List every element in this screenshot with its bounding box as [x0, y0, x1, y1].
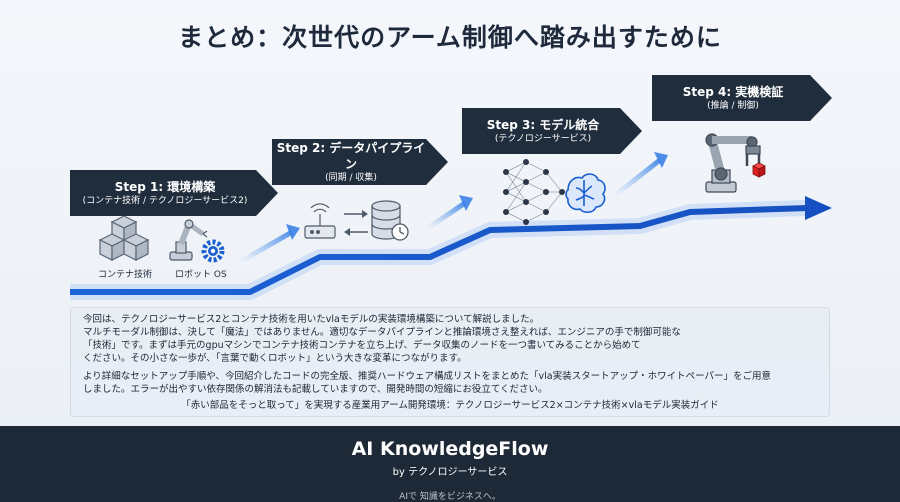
progress-path [70, 205, 809, 295]
step-1-title: Step 1: 環境構築 [114, 179, 216, 194]
step-2-title: Step 2: データパイプライン [276, 140, 426, 171]
cubes-icon [98, 215, 150, 261]
step-2-subtitle: (同期 / 収集) [325, 172, 377, 183]
step-1-banner: Step 1: 環境構築 (コンテナ技術 / テクノロジーサービス2) [70, 170, 278, 216]
red-part-icon [752, 162, 766, 178]
robot-gripper-icon [705, 133, 761, 193]
summary-line: 今回は、テクノロジーサービス2とコンテナ技術を用いたvlaモデルの実装環境構築に… [83, 314, 540, 325]
summary-line: 「技術」です。まずは手元のgpuマシンでコンテナ技術コンテナを立ち上げ、データ収… [83, 340, 641, 351]
gear-icon [201, 239, 225, 263]
summary-line: しました。エラーが出やすい依存関係の解消法も記載していますので、開発時間の短縮に… [83, 384, 548, 395]
progress-arrowhead [805, 196, 832, 220]
transition-arrow-1 [238, 224, 300, 265]
sync-arrows-icon [344, 210, 368, 236]
router-icon [304, 203, 336, 239]
step-4-subtitle: (推論 / 制御) [707, 100, 759, 111]
summary-line: より詳細なセットアップ手順や、今回紹介したコードの完全版、推奨ハードウェア構成リ… [83, 371, 772, 382]
brain-icon [565, 173, 606, 213]
footer-byline: by テクノロジーサービス [392, 467, 508, 478]
footer-brand: AI KnowledgeFlow [351, 438, 549, 460]
step-4-title: Step 4: 実機検証 [682, 84, 784, 99]
footer: AI KnowledgeFlow by テクノロジーサービス AIで 知識をビジ… [0, 426, 900, 502]
page-title: まとめ：次世代のアーム制御へ踏み出すために [178, 23, 722, 52]
summary-box: 今回は、テクノロジーサービス2とコンテナ技術を用いたvlaモデルの実装環境構築に… [70, 307, 830, 417]
neural-net-icon [503, 159, 565, 225]
step-3-title: Step 3: モデル統合 [486, 117, 600, 132]
transition-arrow-2 [426, 195, 473, 231]
step-2-banner: Step 2: データパイプライン (同期 / 収集) [272, 139, 448, 185]
step-1-subtitle: (コンテナ技術 / テクノロジーサービス2) [82, 195, 248, 206]
transition-arrow-3 [612, 152, 668, 198]
summary-line: ください。その小さな一歩が、「言葉で動くロボット」という大きな変革につながります… [83, 353, 467, 364]
robot-os-caption: ロボット OS [175, 270, 227, 280]
robot-arm-icon [169, 219, 208, 261]
container-caption: コンテナ技術 [98, 270, 153, 280]
summary-guide-title: 「赤い部品をそっと取って」を実現する産業用アーム開発環境：テクノロジーサービス2… [181, 400, 719, 411]
step-3-banner: Step 3: モデル統合 (テクノロジーサービス) [462, 108, 642, 154]
step-4-banner: Step 4: 実機検証 (推論 / 制御) [652, 75, 832, 121]
footer-tagline: AIで 知識をビジネスへ。 [399, 492, 501, 502]
clock-icon [391, 223, 409, 241]
step-3-subtitle: (テクノロジーサービス) [494, 133, 592, 144]
summary-line: マルチモーダル制御は、決して「魔法」ではありません。適切なデータパイプラインと推… [83, 327, 681, 338]
